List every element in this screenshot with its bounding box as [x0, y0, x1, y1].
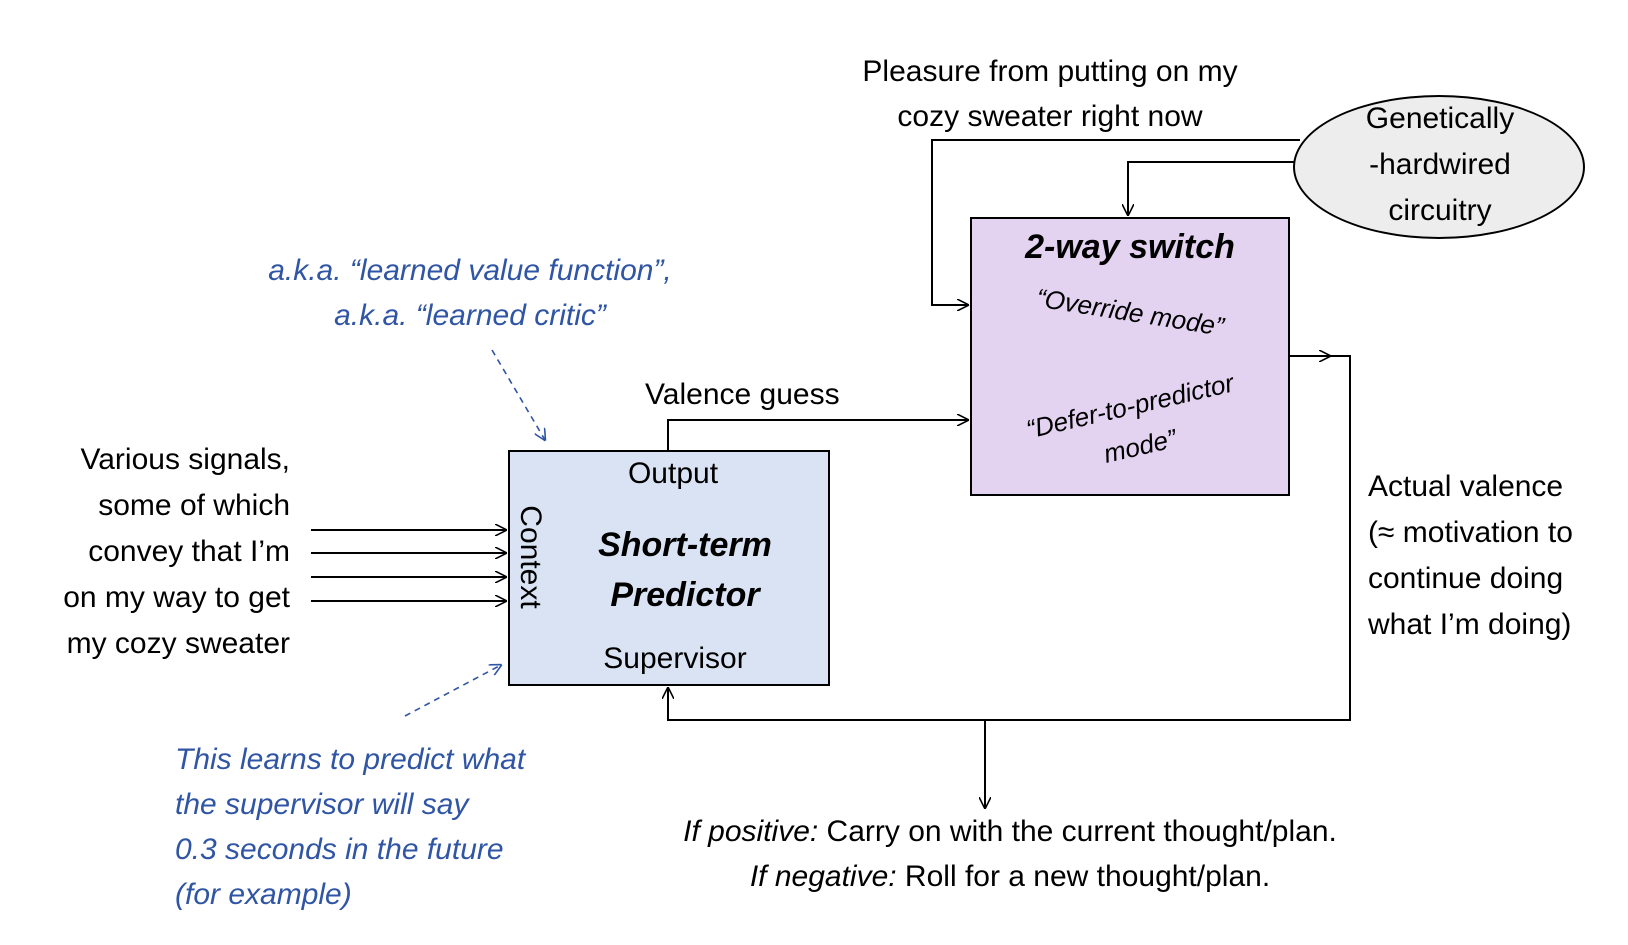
signals-line4: on my way to get	[63, 581, 290, 614]
pleasure-line2: cozy sweater right now	[897, 100, 1203, 133]
pleasure-line1: Pleasure from putting on my	[862, 55, 1238, 88]
learns-line3: 0.3 seconds in the future	[175, 833, 504, 866]
outcome-positive: If positive: Carry on with the current t…	[620, 810, 1400, 854]
signals-line1: Various signals,	[80, 443, 290, 476]
signals-line5: my cozy sweater	[66, 627, 290, 660]
predictor-context-label: Context	[514, 505, 547, 609]
learns-line4: (for example)	[175, 878, 352, 911]
outcome-positive-prefix: If positive:	[683, 815, 819, 848]
pleasure-arrow	[931, 139, 1300, 305]
genetic-line3: circuitry	[1388, 194, 1492, 227]
signals-line3: convey that I’m	[88, 535, 290, 568]
actual-line2: (≈ motivation to	[1368, 516, 1573, 549]
feedback-loop	[668, 355, 1351, 721]
valence-guess-arrow	[667, 420, 968, 450]
switch-title: 2-way switch	[1025, 228, 1235, 266]
genetic-arrow	[1128, 161, 1296, 215]
aka-line2: a.k.a. “learned critic”	[334, 299, 606, 332]
actual-line1: Actual valence	[1368, 470, 1564, 503]
predictor-output-label: Output	[627, 457, 719, 490]
outcome-negative-prefix: If negative:	[749, 860, 897, 893]
actual-line3: continue doing	[1368, 562, 1564, 595]
outcome-positive-text: Carry on with the current thought/plan.	[818, 815, 1337, 848]
aka-pointer	[491, 349, 545, 440]
predictor-title-line2: Predictor	[610, 576, 760, 614]
signals-line2: some of which	[98, 489, 290, 522]
valence-guess-label: Valence guess	[645, 378, 840, 411]
genetic-circuitry-ellipse	[1293, 95, 1585, 239]
aka-line1: a.k.a. “learned value function”,	[268, 254, 672, 287]
genetic-line2: -hardwired	[1369, 148, 1511, 181]
learns-line1: This learns to predict what	[175, 743, 526, 776]
outcome-negative-text: Roll for a new thought/plan.	[896, 860, 1271, 893]
learns-pointer	[404, 665, 501, 717]
switch-box	[970, 217, 1290, 496]
predictor-title-line1: Short-term	[598, 526, 772, 564]
genetic-line1: Genetically	[1365, 102, 1515, 135]
outcome-negative: If negative: Roll for a new thought/plan…	[620, 855, 1400, 899]
predictor-supervisor-label: Supervisor	[603, 642, 747, 675]
actual-line4: what I’m doing)	[1368, 608, 1572, 641]
predictor-box	[508, 450, 830, 686]
learns-line2: the supervisor will say	[175, 788, 469, 821]
